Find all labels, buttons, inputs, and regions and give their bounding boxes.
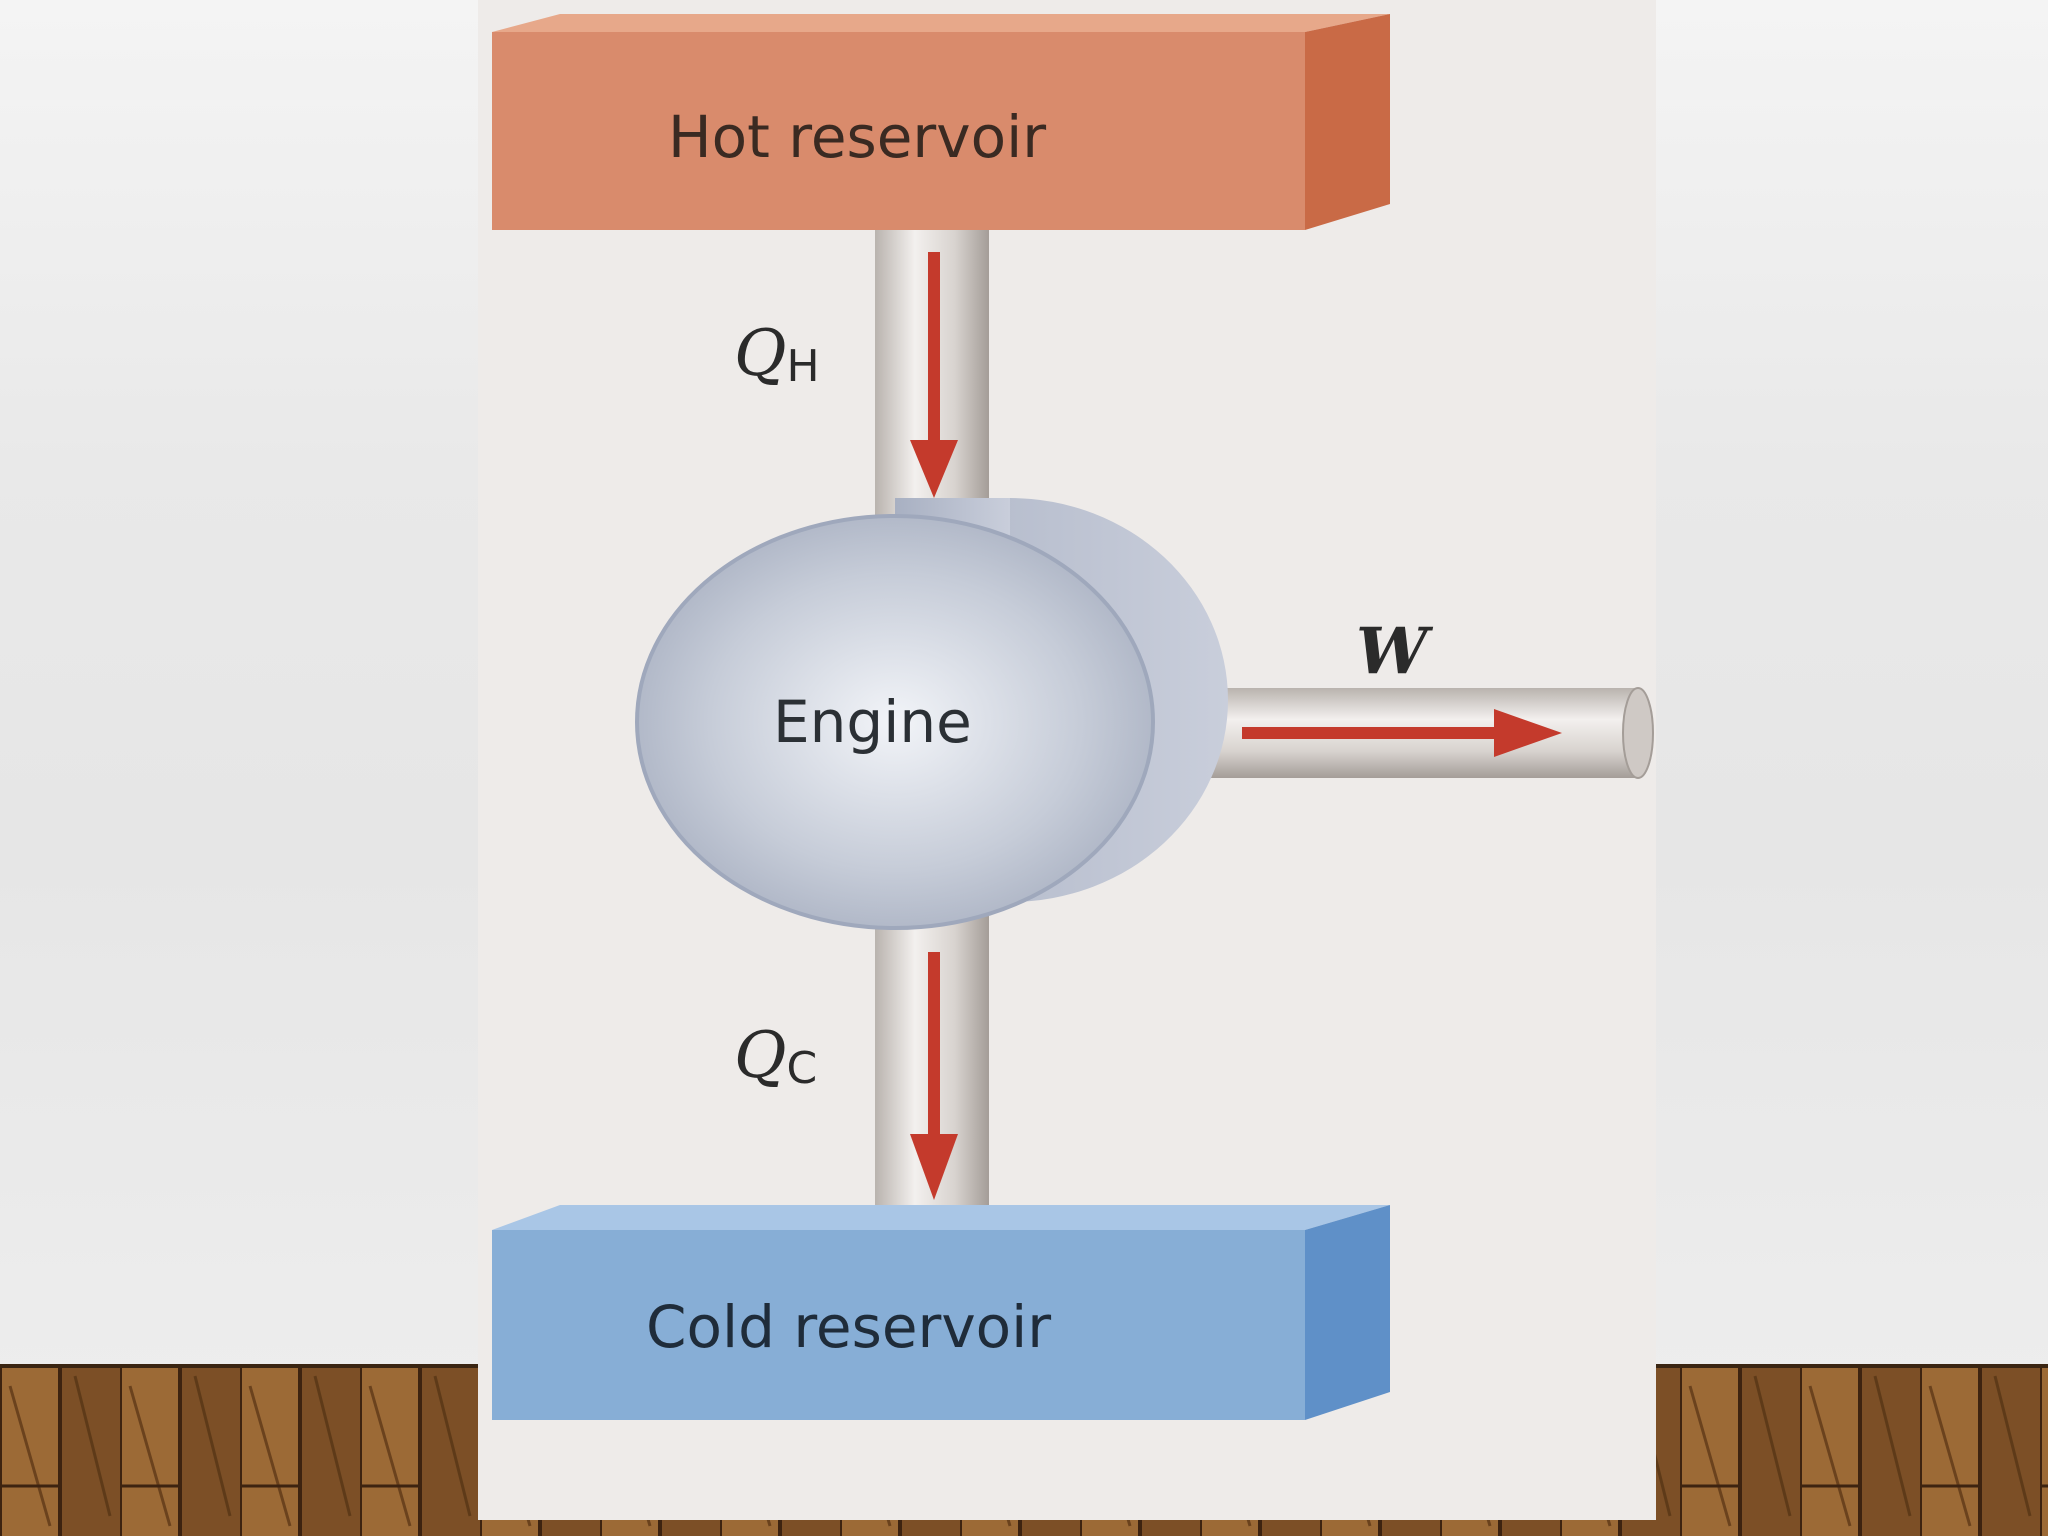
heat-out-label: QC bbox=[734, 1024, 817, 1091]
cold-reservoir-top bbox=[492, 1205, 1390, 1230]
cold-reservoir bbox=[492, 1205, 1390, 1420]
heat-out-subscript: C bbox=[786, 1043, 818, 1094]
heat-out-symbol: Q bbox=[734, 1019, 787, 1093]
heat-in-symbol: Q bbox=[734, 317, 787, 391]
hot-reservoir bbox=[492, 14, 1390, 230]
heat-in-subscript: H bbox=[786, 341, 820, 392]
heat-out-arrow bbox=[910, 952, 958, 1200]
hot-reservoir-top bbox=[492, 14, 1390, 32]
work-label: W bbox=[1356, 614, 1428, 689]
wood-floor-left bbox=[0, 1366, 478, 1536]
engine-label: Engine bbox=[773, 688, 972, 756]
cold-reservoir-front bbox=[492, 1230, 1305, 1420]
work-arrow bbox=[1242, 709, 1562, 757]
wood-floor-right bbox=[1656, 1366, 2048, 1536]
wood-floor-bottom bbox=[478, 1520, 1656, 1536]
cold-reservoir-label: Cold reservoir bbox=[646, 1293, 1052, 1361]
heat-in-label: QH bbox=[734, 322, 820, 389]
work-pipe-end bbox=[1622, 687, 1654, 779]
engine-face bbox=[635, 514, 1155, 930]
hot-reservoir-label: Hot reservoir bbox=[668, 103, 1047, 171]
engine bbox=[635, 498, 1228, 930]
hot-reservoir-front bbox=[492, 32, 1305, 230]
heat-in-arrow bbox=[910, 252, 958, 498]
cold-reservoir-side bbox=[1305, 1205, 1390, 1420]
hot-reservoir-side bbox=[1305, 14, 1390, 230]
